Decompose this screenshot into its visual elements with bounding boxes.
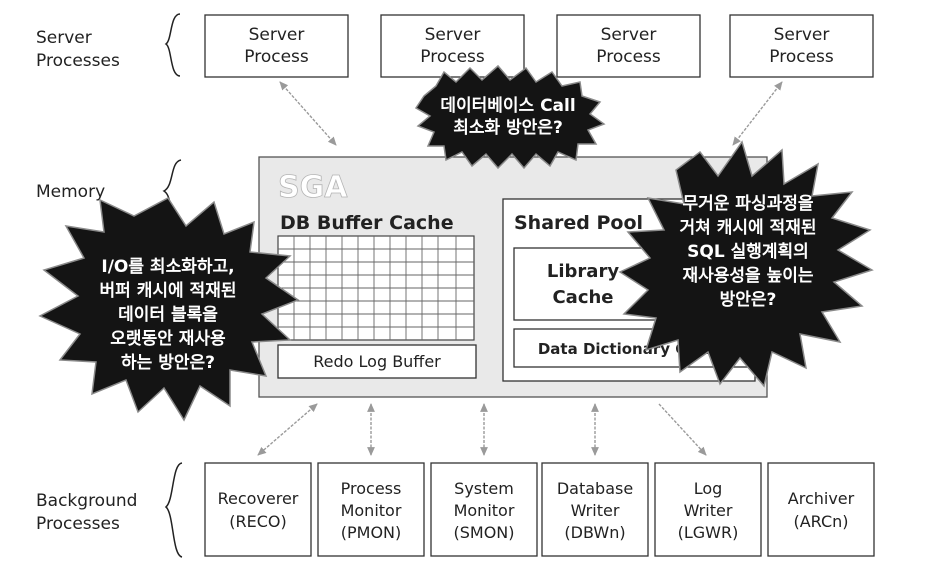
process-line1: Process: [341, 479, 402, 498]
background-process-arcn: Archiver (ARCn): [767, 462, 875, 557]
server-process-line2: Process: [244, 47, 309, 67]
server-process-box-3: Server Process: [556, 14, 701, 78]
process-line3: (SMON): [453, 523, 514, 542]
io-callout: I/O를 최소화하고, 버퍼 캐시에 적재된 데이터 블록을 오랫동안 재사용 …: [38, 197, 300, 422]
db-buffer-cache-title: DB Buffer Cache: [280, 212, 454, 234]
parsing-callout-line3: SQL 실행계획의: [687, 242, 809, 262]
arrow-sga-lgwr: [658, 403, 707, 456]
background-processes-label-line1: Background: [36, 491, 137, 511]
io-callout-line5: 하는 방안은?: [121, 353, 215, 373]
server-process-line1: Server: [774, 25, 830, 45]
process-line2: (RECO): [229, 512, 286, 531]
parsing-callout-line4: 재사용성을 높이는: [682, 266, 813, 286]
library-cache-line2: Cache: [552, 287, 613, 308]
background-processes-label-line2: Processes: [36, 514, 120, 534]
process-line1: System: [454, 479, 514, 498]
server-process-box-2: Server Process: [380, 14, 525, 78]
process-line2: Monitor: [341, 501, 402, 520]
parsing-callout-line1: 무거운 파싱과정을: [682, 194, 813, 214]
shared-pool-title: Shared Pool: [514, 212, 643, 234]
server-process-box-4: Server Process: [729, 14, 874, 78]
process-line1: Database: [557, 479, 633, 498]
server-process-line1: Server: [249, 25, 305, 45]
parsing-callout-line2: 거쳐 캐시에 적재된: [680, 218, 817, 238]
memory-label: Memory: [36, 182, 105, 202]
arrow-server-4-sga: [732, 81, 783, 146]
process-line1: Log: [694, 479, 723, 498]
server-process-line2: Process: [596, 47, 661, 67]
process-line3: (LGWR): [678, 523, 739, 542]
server-processes-label-line1: Server: [36, 28, 92, 48]
server-processes-brace: [164, 13, 181, 77]
background-process-dbwn: Database Writer (DBWn): [541, 462, 649, 557]
parsing-callout: 무거운 파싱과정을 거쳐 캐시에 적재된 SQL 실행계획의 재사용성을 높이는…: [618, 140, 874, 388]
io-callout-line3: 데이터 블록을: [118, 305, 218, 325]
io-callout-line1: I/O를 최소화하고,: [101, 257, 234, 277]
process-line2: Writer: [571, 501, 620, 520]
io-callout-line4: 오랫동안 재사용: [110, 329, 226, 349]
server-process-box-1: Server Process: [204, 14, 349, 78]
arrow-server-1-sga: [279, 81, 337, 146]
process-line3: (DBWn): [564, 523, 625, 542]
redo-log-buffer: Redo Log Buffer: [277, 344, 477, 379]
io-callout-line2: 버퍼 캐시에 적재된: [100, 281, 237, 301]
redo-log-buffer-label: Redo Log Buffer: [313, 352, 441, 371]
server-process-line2: Process: [420, 47, 485, 67]
library-cache-line1: Library: [547, 261, 619, 282]
background-process-smon: System Monitor (SMON): [430, 462, 538, 557]
db-call-callout-line1: 데이터베이스 Call: [440, 96, 575, 116]
db-call-callout-line2: 최소화 방안은?: [453, 118, 563, 138]
process-line2: Writer: [684, 501, 733, 520]
process-line2: (ARCn): [793, 512, 848, 531]
server-processes-label-line2: Processes: [36, 51, 120, 71]
sga-title: SGA: [278, 170, 348, 205]
process-line1: Archiver: [788, 489, 855, 508]
server-process-line2: Process: [769, 47, 834, 67]
background-process-pmon: Process Monitor (PMON): [317, 462, 425, 557]
background-process-lgwr: Log Writer (LGWR): [654, 462, 762, 557]
arrow-sga-reco: [257, 403, 318, 456]
server-process-line1: Server: [601, 25, 657, 45]
server-process-line1: Server: [425, 25, 481, 45]
background-processes-brace: [164, 462, 183, 558]
process-line2: Monitor: [454, 501, 515, 520]
process-line3: (PMON): [341, 523, 402, 542]
db-buffer-cache-grid: [277, 235, 475, 341]
db-call-callout: 데이터베이스 Call 최소화 방안은?: [414, 64, 606, 170]
process-line1: Recoverer: [218, 489, 299, 508]
background-process-reco: Recoverer (RECO): [204, 462, 312, 557]
parsing-callout-line5: 방안은?: [720, 290, 777, 310]
